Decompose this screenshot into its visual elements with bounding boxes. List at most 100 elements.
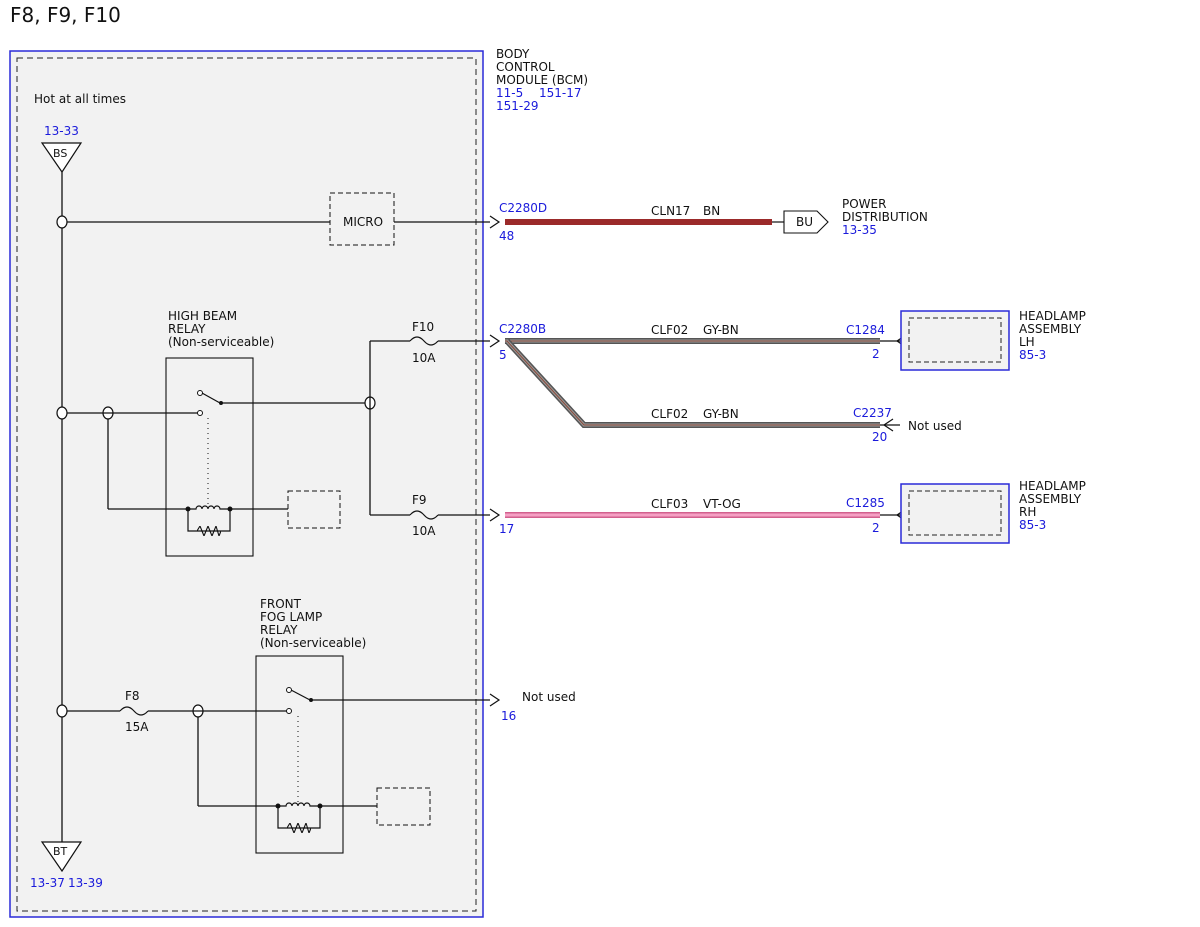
arrow-right-icon [489,693,501,707]
fog-relay-contact-icon [286,687,292,693]
circuit-clf02-label: CLF02 [651,407,688,421]
page-title: F8, F9, F10 [10,3,121,27]
pin-16: 16 [501,709,516,723]
f9-label: F9 [412,493,427,507]
svg-text:(Non-serviceable): (Non-serviceable) [168,335,274,349]
bt-symbol-text: BT [53,845,68,858]
bt-triangle-icon: BT [40,841,83,873]
headlamp-rh-label: RH [1019,505,1036,519]
hb-driver-box [287,490,341,529]
bcm-inner-dashed-border [16,57,477,912]
bs-triangle-icon: BS [40,142,83,174]
svg-text:RELAY: RELAY [260,623,298,637]
circuit-clf03-label: CLF03 [651,497,688,511]
fog-coil-icon [278,802,320,807]
headlamp-rh-label: ASSEMBLY [1019,492,1082,506]
headlamp-lh-label: HEADLAMP [1019,309,1086,323]
bu-label: BU [796,215,813,229]
hb-coil-icon [188,505,230,510]
fog-driver-box [376,787,431,826]
fog-relay-box [255,655,344,854]
f10-label: F10 [412,320,434,334]
not-used-label: Not used [908,419,962,433]
bcm-label: BODY CONTROL MODULE (BCM) 11-5 151-17 15… [496,47,588,113]
bs-ref[interactable]: 13-33 [44,124,79,138]
not-used-label: Not used [522,690,576,704]
bcm-ref[interactable]: 11-5 [496,86,523,100]
power-distribution-label: DISTRIBUTION [842,210,928,224]
headlamp-lh-box[interactable] [900,310,1010,371]
svg-text:(Non-serviceable): (Non-serviceable) [260,636,366,650]
f9-rating: 10A [412,524,436,538]
high-beam-relay-box [165,357,254,557]
headlamp-rh-inner [908,490,1002,536]
headlamp-rh-label: HEADLAMP [1019,479,1086,493]
bt-ref[interactable]: 13-37 [30,876,65,890]
headlamp-rh-ref[interactable]: 85-3 [1019,518,1046,532]
micro-box [329,192,395,246]
f9-fuse-icon [409,510,439,520]
splice-icon [56,215,68,229]
connector-c2280d[interactable]: C2280D [499,201,547,215]
splice-icon [56,704,68,718]
arrow-right-icon [489,334,501,348]
f8-fuse-icon [119,706,149,716]
hb-relay-contact-icon [197,410,203,416]
power-distribution-ref[interactable]: 13-35 [842,223,877,237]
high-beam-relay-label: HIGH BEAM RELAY (Non-serviceable) [168,309,274,349]
power-distribution-label: POWER [842,197,886,211]
f10-fuse-icon [409,336,439,346]
pin-2: 2 [872,347,880,361]
pin-5: 5 [499,348,507,362]
pin-20: 20 [872,430,887,444]
circuit-clf02-label: CLF02 [651,323,688,337]
arrow-right-icon [489,215,501,229]
fog-relay-switch-icon [290,689,311,701]
headlamp-lh-label: LH [1019,335,1035,349]
bt-ref[interactable]: 13-39 [68,876,103,890]
micro-label: MICRO [343,215,383,229]
pin-arrows [489,215,501,707]
hb-resistor-loop-icon [187,509,231,532]
pin-17: 17 [499,522,514,536]
connector-c2280b[interactable]: C2280B [499,322,546,336]
bcm-ref[interactable]: 151-29 [496,99,539,113]
bcm-label-line: BODY [496,47,530,61]
pin-2: 2 [872,521,880,535]
headlamp-lh-inner [908,317,1002,363]
connector-c1284[interactable]: C1284 [846,323,885,337]
fog-relay-contact-icon [286,708,292,714]
wire-clf02[interactable] [504,338,880,428]
svg-text:FOG LAMP: FOG LAMP [260,610,322,624]
color-code-vt-og: VT-OG [703,497,741,511]
f10-rating: 10A [412,351,436,365]
color-code-gy-bn: GY-BN [703,407,739,421]
bcm-ref[interactable]: 151-17 [539,86,582,100]
splice-icon [56,406,68,420]
bcm-label-line: MODULE (BCM) [496,73,588,87]
connector-c2237[interactable]: C2237 [853,406,892,420]
headlamp-lh-ref[interactable]: 85-3 [1019,348,1046,362]
f8-label: F8 [125,689,140,703]
headlamp-lh-label: ASSEMBLY [1019,322,1082,336]
color-code-bn: BN [703,204,720,218]
f8-rating: 15A [125,720,149,734]
hb-relay-switch-icon [201,392,221,404]
pin-48: 48 [499,229,514,243]
svg-text:FRONT: FRONT [260,597,302,611]
arrow-right-icon [489,508,501,522]
connector-c1285[interactable]: C1285 [846,496,885,510]
bs-symbol-text: BS [53,147,67,160]
svg-text:HIGH BEAM: HIGH BEAM [168,309,237,323]
headlamp-rh-box[interactable] [900,483,1010,544]
fog-resistor-loop-icon [277,806,321,829]
color-code-gy-bn: GY-BN [703,323,739,337]
svg-text:RELAY: RELAY [168,322,206,336]
fog-relay-label: FRONT FOG LAMP RELAY (Non-serviceable) [260,597,366,650]
hot-at-all-times-label: Hot at all times [34,92,126,106]
bu-connector-icon [783,210,829,234]
hb-relay-contact-icon [197,390,203,396]
bcm-label-line: CONTROL [496,60,555,74]
circuit-cln17-label: CLN17 [651,204,690,218]
